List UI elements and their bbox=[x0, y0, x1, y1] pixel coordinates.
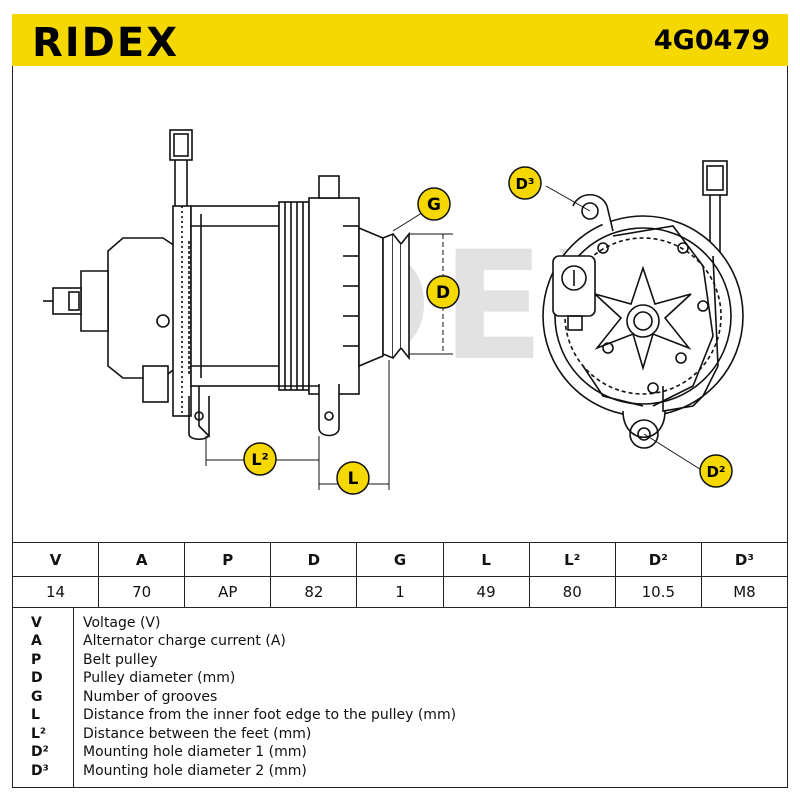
header-bar: RIDEX 4G0479 bbox=[12, 14, 788, 66]
badge-d3: D³ bbox=[508, 166, 542, 200]
legend-item: A Alternator charge current (A) bbox=[13, 633, 789, 651]
spec-value-d: 82 bbox=[270, 576, 358, 608]
spec-value-l2: 80 bbox=[528, 576, 616, 608]
spec-value-g: 1 bbox=[356, 576, 444, 608]
badge-d-text: D bbox=[436, 283, 450, 303]
brand-logo: RIDEX bbox=[32, 20, 180, 66]
legend-item: L² Distance between the feet (mm) bbox=[13, 726, 789, 744]
legend-symbol: D³ bbox=[31, 763, 49, 779]
legend-item: D² Mounting hole diameter 1 (mm) bbox=[13, 744, 789, 762]
spec-value-d3: M8 bbox=[700, 576, 789, 608]
spec-header-row: V A P D G L L² D² D³ bbox=[11, 542, 789, 577]
spec-header-d: D bbox=[270, 542, 358, 577]
part-number: 4G0479 bbox=[653, 25, 770, 56]
alternator-side-view bbox=[43, 129, 410, 441]
spec-table: V A P D G L L² D² D³ 14 70 AP 82 1 49 80… bbox=[11, 542, 789, 608]
legend-item: L Distance from the inner foot edge to t… bbox=[13, 707, 789, 725]
legend-text: Distance from the inner foot edge to the… bbox=[83, 707, 457, 723]
spec-header-d3: D³ bbox=[700, 542, 789, 577]
spec-value-p: AP bbox=[184, 576, 272, 608]
spec-value-l: 49 bbox=[442, 576, 530, 608]
spec-header-v: V bbox=[11, 542, 100, 577]
leader-d3 bbox=[545, 185, 591, 212]
badge-d2-text: D² bbox=[706, 463, 725, 481]
spec-header-d2: D² bbox=[614, 542, 702, 577]
spec-header-l: L bbox=[442, 542, 530, 577]
legend-box: V Voltage (V) A Alternator charge curren… bbox=[12, 607, 788, 788]
badge-d: D bbox=[426, 275, 460, 309]
legend-symbol: V bbox=[31, 615, 42, 631]
spec-header-p: P bbox=[184, 542, 272, 577]
spec-header-a: A bbox=[98, 542, 186, 577]
legend-divider bbox=[73, 608, 74, 787]
legend-symbol: L bbox=[31, 707, 40, 723]
legend-symbol: A bbox=[31, 633, 42, 649]
spec-header-g: G bbox=[356, 542, 444, 577]
leader-d2 bbox=[643, 433, 704, 472]
badge-l-text: L bbox=[348, 469, 359, 489]
legend-item: G Number of grooves bbox=[13, 689, 789, 707]
badge-l: L bbox=[336, 461, 370, 495]
badge-d3-text: D³ bbox=[515, 175, 534, 193]
technical-drawing: RIDEX bbox=[12, 66, 788, 542]
spec-header-l2: L² bbox=[528, 542, 616, 577]
spec-value-d2: 10.5 bbox=[614, 576, 702, 608]
legend-symbol: D bbox=[31, 670, 43, 686]
legend-item: P Belt pulley bbox=[13, 652, 789, 670]
legend-text: Distance between the feet (mm) bbox=[83, 726, 312, 742]
legend-text: Alternator charge current (A) bbox=[83, 633, 286, 649]
legend-text: Mounting hole diameter 2 (mm) bbox=[83, 763, 307, 779]
spec-value-v: 14 bbox=[11, 576, 100, 608]
legend-item: D³ Mounting hole diameter 2 (mm) bbox=[13, 763, 789, 781]
badge-g-text: G bbox=[427, 195, 441, 215]
legend-symbol: P bbox=[31, 652, 42, 668]
legend-text: Voltage (V) bbox=[83, 615, 161, 631]
legend-item: D Pulley diameter (mm) bbox=[13, 670, 789, 688]
legend-text: Belt pulley bbox=[83, 652, 158, 668]
alternator-drawing-svg: RIDEX bbox=[43, 129, 744, 495]
legend-text: Mounting hole diameter 1 (mm) bbox=[83, 744, 307, 760]
badge-l2-text: L² bbox=[251, 450, 268, 469]
legend-text: Pulley diameter (mm) bbox=[83, 670, 236, 686]
legend-item: V Voltage (V) bbox=[13, 615, 789, 633]
alternator-front-view bbox=[542, 160, 744, 449]
badge-l2: L² bbox=[243, 442, 277, 476]
legend-text: Number of grooves bbox=[83, 689, 218, 705]
badge-g: G bbox=[417, 187, 451, 221]
legend-symbol: D² bbox=[31, 744, 49, 760]
legend-symbol: L² bbox=[31, 726, 47, 742]
badge-d2: D² bbox=[699, 454, 733, 488]
spec-value-row: 14 70 AP 82 1 49 80 10.5 M8 bbox=[11, 576, 789, 608]
spec-value-a: 70 bbox=[98, 576, 186, 608]
legend-symbol: G bbox=[31, 689, 43, 705]
